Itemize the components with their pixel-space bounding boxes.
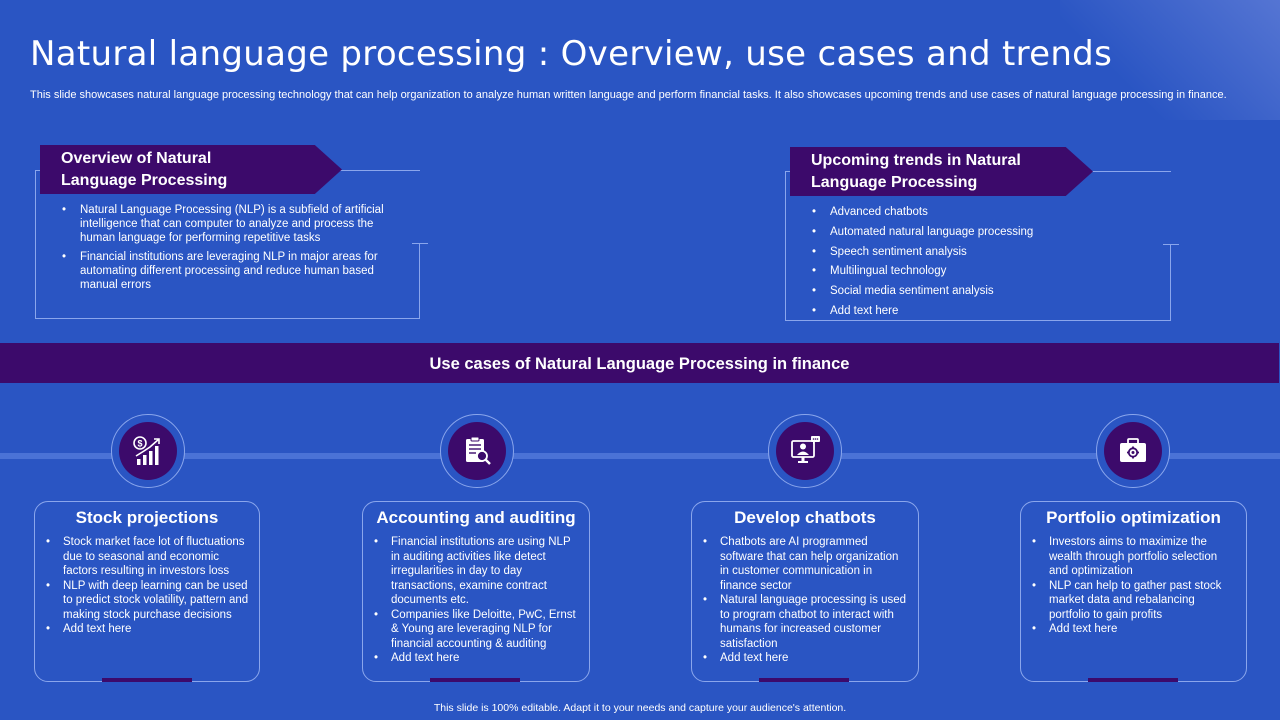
card-point: Add text here [371, 651, 581, 666]
corner-glow [1060, 0, 1280, 120]
use-case-card-stock-projections: Stock projections Stock market face lot … [34, 501, 260, 682]
trend-item: Social media sentiment analysis [810, 282, 1155, 302]
trend-item: Automated natural language processing [810, 223, 1155, 243]
card-point: Add text here [1029, 622, 1238, 637]
trends-heading-line1: Upcoming trends in Natural [811, 152, 1021, 169]
overview-point: Financial institutions are leveraging NL… [60, 250, 405, 292]
briefcase-gear-icon [1120, 438, 1146, 462]
timeline-line [0, 453, 1280, 459]
card-point: NLP with deep learning can be used to pr… [43, 579, 251, 623]
use-case-card-develop-chatbots: Develop chatbots Chatbots are AI program… [691, 501, 919, 682]
card-point: Add text here [43, 622, 251, 637]
trends-list: Advanced chatbots Automated natural lang… [810, 203, 1155, 322]
card-list: Stock market face lot of fluctuations du… [43, 535, 251, 637]
card-list: Financial institutions are using NLP in … [371, 535, 581, 666]
stock-projections-icon-circle: $ [111, 414, 185, 488]
card-accent-bar [759, 678, 849, 682]
card-title: Accounting and auditing [376, 508, 576, 527]
trend-item: Add text here [810, 302, 1155, 322]
svg-text:$: $ [137, 439, 142, 449]
trends-heading-line2: Language Processing [811, 174, 978, 191]
card-point: Companies like Deloitte, PwC, Ernst & Yo… [371, 608, 581, 652]
card-list: Investors aims to maximize the wealth th… [1029, 535, 1238, 637]
slide-subtitle: This slide showcases natural language pr… [30, 89, 1227, 101]
develop-chatbots-icon-circle [768, 414, 842, 488]
trends-box-bracket [1170, 244, 1171, 320]
overview-point: Natural Language Processing (NLP) is a s… [60, 203, 405, 245]
trends-heading-tag: Upcoming trends in Natural Language Proc… [790, 147, 1093, 196]
card-point: Natural language processing is used to p… [700, 593, 910, 651]
footer-note: This slide is 100% editable. Adapt it to… [433, 702, 847, 714]
overview-heading-line1: Overview of Natural [61, 150, 212, 167]
card-point: Stock market face lot of fluctuations du… [43, 535, 251, 579]
portfolio-optimization-icon-circle [1096, 414, 1170, 488]
card-title: Develop chatbots [734, 508, 876, 527]
use-cases-banner: Use cases of Natural Language Processing… [0, 343, 1279, 383]
card-title: Stock projections [75, 508, 219, 527]
overview-heading-line2: Language Processing [61, 172, 228, 189]
trend-item: Speech sentiment analysis [810, 243, 1155, 263]
card-point: Investors aims to maximize the wealth th… [1029, 535, 1238, 579]
overview-box-bracket [419, 243, 420, 318]
card-point: Add text here [700, 651, 910, 666]
card-title: Portfolio optimization [1046, 508, 1221, 527]
stock-growth-icon: $ [133, 436, 160, 465]
card-accent-bar [102, 678, 192, 682]
card-point: NLP can help to gather past stock market… [1029, 579, 1238, 623]
use-case-card-accounting-auditing: Accounting and auditing Financial instit… [362, 501, 590, 682]
card-point: Chatbots are AI programmed software that… [700, 535, 910, 593]
chatbot-monitor-icon [791, 436, 820, 463]
overview-heading-tag: Overview of Natural Language Processing [40, 145, 342, 194]
overview-box-bracket-tick [412, 243, 428, 244]
overview-list: Natural Language Processing (NLP) is a s… [60, 203, 405, 292]
card-accent-bar [430, 678, 520, 682]
audit-report-icon [466, 436, 491, 465]
use-case-card-portfolio-optimization: Portfolio optimization Investors aims to… [1020, 501, 1247, 682]
card-point: Financial institutions are using NLP in … [371, 535, 581, 608]
slide-title: Natural language processing : Overview, … [30, 34, 1113, 74]
trend-item: Advanced chatbots [810, 203, 1155, 223]
card-accent-bar [1088, 678, 1178, 682]
trend-item: Multilingual technology [810, 262, 1155, 282]
trends-box-bracket-tick [1163, 244, 1179, 245]
card-list: Chatbots are AI programmed software that… [700, 535, 910, 666]
accounting-auditing-icon-circle [440, 414, 514, 488]
